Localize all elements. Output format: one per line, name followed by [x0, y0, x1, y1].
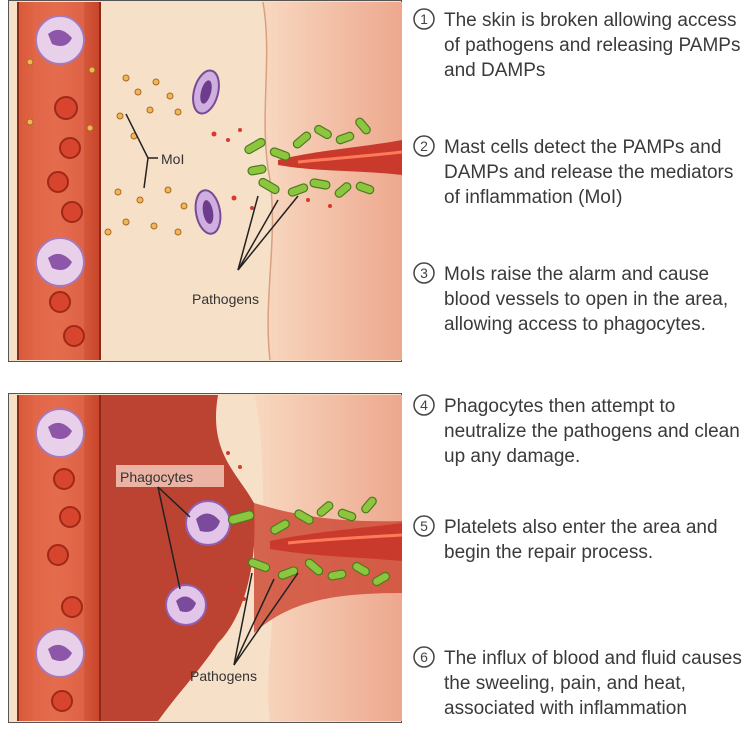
svg-text:1: 1	[420, 11, 428, 27]
step-1: 1 The skin is broken allowing access of …	[412, 8, 748, 83]
label-moi: MoI	[161, 151, 184, 167]
step-number-3: 3	[412, 261, 436, 285]
step-6: 6 The influx of blood and fluid causes t…	[412, 646, 748, 721]
step-3: 3 MoIs raise the alarm and cause blood v…	[412, 262, 748, 337]
diagram-bottom-panel: Phagocytes Pathogens	[8, 393, 402, 723]
svg-text:2: 2	[420, 138, 428, 154]
step-text-4: Phagocytes then attempt to neutralize th…	[444, 394, 748, 469]
step-4: 4 Phagocytes then attempt to neutralize …	[412, 394, 748, 469]
label-pathogens-top: Pathogens	[192, 291, 259, 307]
step-2: 2 Mast cells detect the PAMPs and DAMPs …	[412, 135, 748, 210]
step-5: 5 Platelets also enter the area and begi…	[412, 515, 748, 565]
diagram-top-panel: MoI Pathogens	[8, 0, 402, 362]
step-number-2: 2	[412, 134, 436, 158]
svg-text:6: 6	[420, 649, 428, 665]
step-number-1: 1	[412, 7, 436, 31]
step-text-6: The influx of blood and fluid causes the…	[444, 646, 748, 721]
label-pathogens-bottom: Pathogens	[190, 668, 257, 684]
step-number-4: 4	[412, 393, 436, 417]
step-number-5: 5	[412, 514, 436, 538]
step-text-1: The skin is broken allowing access of pa…	[444, 8, 748, 83]
skin-wound-illustration-bottom: Phagocytes Pathogens	[8, 393, 402, 723]
step-number-6: 6	[412, 645, 436, 669]
step-text-5: Platelets also enter the area and begin …	[444, 515, 748, 565]
step-text-3: MoIs raise the alarm and cause blood ves…	[444, 262, 748, 337]
svg-text:3: 3	[420, 265, 428, 281]
label-phagocytes: Phagocytes	[120, 469, 193, 485]
step-text-2: Mast cells detect the PAMPs and DAMPs an…	[444, 135, 748, 210]
svg-text:4: 4	[420, 397, 428, 413]
skin-wound-illustration-top: MoI Pathogens	[8, 0, 402, 362]
skin-layer	[263, 2, 402, 360]
svg-text:5: 5	[420, 518, 428, 534]
